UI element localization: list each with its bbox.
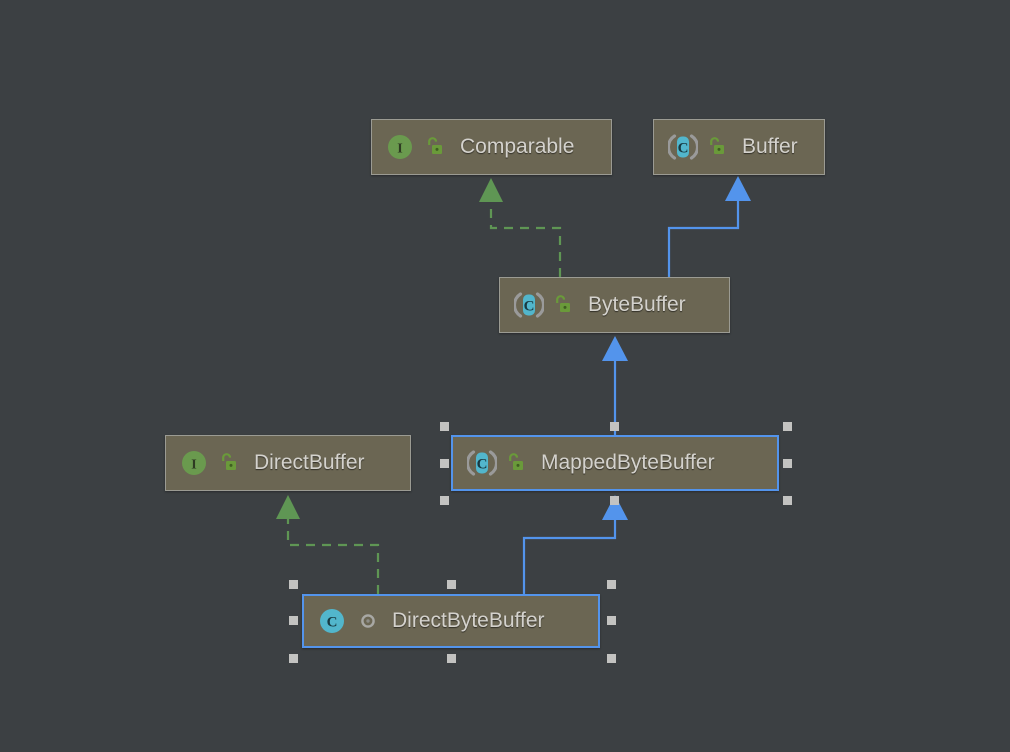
uml-node-label: MappedByteBuffer [541,451,715,474]
uml-node-label: ByteBuffer [588,293,686,316]
selection-handle-n[interactable] [610,422,619,431]
unlocked-padlock-icon [710,137,724,154]
unlocked-padlock-icon [509,453,523,470]
uml-node-comparable[interactable]: I Comparable [371,119,612,175]
uml-node-label: DirectByteBuffer [392,609,545,632]
svg-text:I: I [397,142,402,157]
package-private-icon [361,614,375,628]
abstract-class-icon: C [514,292,544,318]
uml-node-label: Buffer [742,135,798,158]
interface-icon: I [388,135,412,159]
uml-node-directbuffer[interactable]: I DirectBuffer [165,435,411,491]
uml-node-directbytebuffer[interactable]: C DirectByteBuffer [302,594,600,648]
selection-handle-sw[interactable] [289,654,298,663]
uml-node-label: DirectBuffer [254,451,365,474]
node-icons-buffer: C [668,133,726,161]
edge-bytebuffer-extends-buffer [667,176,751,277]
svg-text:C: C [678,141,689,157]
selection-handle-nw[interactable] [440,422,449,431]
svg-text:C: C [477,457,488,473]
abstract-class-icon: C [467,450,497,476]
node-icons-bytebuffer: C [514,291,572,319]
selection-handle-se[interactable] [783,496,792,505]
class-icon: C [320,609,344,633]
selection-handle-e[interactable] [607,616,616,625]
node-icons-directbuffer: I [180,449,238,477]
edge-bytebuffer-implements-comparable [479,178,562,277]
node-icons-comparable: I [386,133,444,161]
node-icons-mappedbytebuffer: C [467,449,525,477]
node-icons-directbytebuffer: C [318,607,376,635]
unlocked-padlock-icon [222,453,236,470]
uml-node-bytebuffer[interactable]: C ByteBuffer [499,277,730,333]
unlocked-padlock-icon [556,295,570,312]
selection-handle-ne[interactable] [607,580,616,589]
selection-handle-s[interactable] [447,654,456,663]
uml-node-mappedbytebuffer[interactable]: C MappedByteBuffer [451,435,779,491]
selection-handle-s[interactable] [610,496,619,505]
interface-icon: I [182,451,206,475]
selection-handle-w[interactable] [289,616,298,625]
abstract-class-icon: C [668,134,698,160]
unlocked-padlock-icon [428,137,442,154]
svg-text:C: C [524,299,535,315]
edge-mappedbytebuffer-extends-bytebuffer [602,336,628,435]
uml-node-label: Comparable [460,135,575,158]
selection-handle-ne[interactable] [783,422,792,431]
selection-handle-nw[interactable] [289,580,298,589]
selection-handle-sw[interactable] [440,496,449,505]
uml-node-buffer[interactable]: C Buffer [653,119,825,175]
selection-handle-se[interactable] [607,654,616,663]
svg-text:I: I [191,458,196,473]
selection-handle-n[interactable] [447,580,456,589]
selection-handle-w[interactable] [440,459,449,468]
selection-handle-e[interactable] [783,459,792,468]
svg-text:C: C [327,615,338,631]
